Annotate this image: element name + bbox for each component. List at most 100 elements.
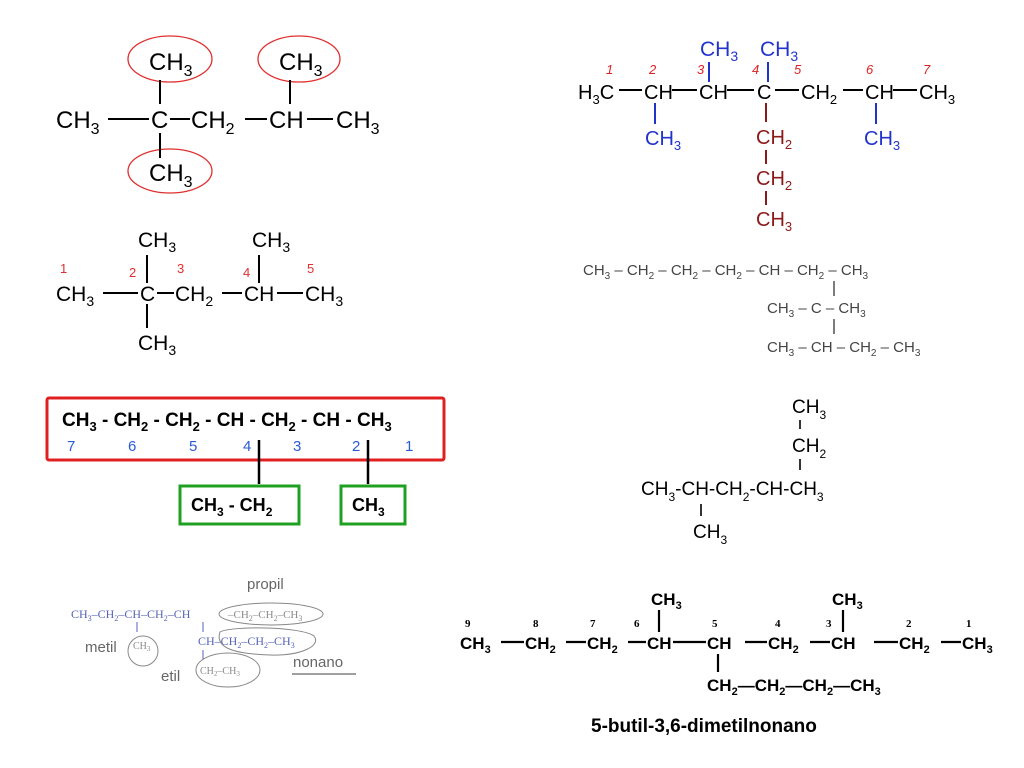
m1-top-methyl-1: CH3 bbox=[149, 49, 193, 80]
m6-bottom: CH3 bbox=[693, 522, 727, 547]
m2-atom-4: CH bbox=[244, 283, 274, 306]
m8-atom-3: CH bbox=[831, 634, 856, 653]
m4-number-5: 5 bbox=[794, 62, 802, 77]
m8-number-3: 3 bbox=[826, 618, 832, 630]
m8-atom-8: CH2 bbox=[525, 634, 556, 656]
m4-methyl-top-2: CH3 bbox=[760, 38, 798, 64]
m4-h3c: H3C bbox=[578, 82, 614, 107]
m6-top: CH3 bbox=[792, 397, 826, 422]
m5-row2: CH3 – C – CH3 bbox=[767, 300, 866, 320]
m8-number-2: 2 bbox=[906, 618, 912, 630]
m4-number-6: 6 bbox=[866, 62, 874, 77]
m4-atom-7: CH3 bbox=[919, 82, 955, 107]
m7-label-propil: propil bbox=[247, 576, 284, 593]
circle-top-methyl-1 bbox=[127, 35, 213, 83]
circle-bottom-methyl bbox=[127, 148, 213, 194]
m4-methyl-bottom-2: CH3 bbox=[645, 128, 681, 153]
m7-metil-text: CH3 bbox=[133, 641, 151, 653]
molecule-7: CH3–CH2–CH–CH2–CH –CH2–CH2–CH3 propil CH… bbox=[71, 576, 356, 688]
m4-atom-3: CH bbox=[699, 82, 728, 104]
molecule-8: CH3 CH3 9 8 7 6 5 4 3 2 1 CH3 CH2 CH2 CH… bbox=[460, 590, 993, 737]
m4-atom-5: CH2 bbox=[801, 82, 837, 107]
m4-number-1: 1 bbox=[606, 62, 613, 77]
m2-number-3: 3 bbox=[177, 261, 184, 276]
m2-number-5: 5 bbox=[307, 261, 314, 276]
m5-row3: CH3 – CH – CH2 – CH3 bbox=[767, 339, 921, 359]
m1-ch2: CH2 bbox=[191, 107, 235, 138]
molecule-6: CH3 CH2 CH3-CH-CH2-CH-CH3 CH3 bbox=[641, 397, 826, 547]
m8-atom-1: CH3 bbox=[962, 634, 993, 656]
m3-number-3: 3 bbox=[293, 438, 301, 455]
m1-end: CH3 bbox=[336, 107, 380, 138]
m3-number-6: 6 bbox=[128, 438, 136, 455]
m3-ethyl: CH3 - CH2 bbox=[191, 495, 273, 519]
m7-label-metil: metil bbox=[85, 639, 117, 656]
m2-number-2: 2 bbox=[129, 265, 136, 280]
m8-methyl-3: CH3 bbox=[832, 590, 863, 612]
m8-number-6: 6 bbox=[634, 618, 640, 630]
m8-number-4: 4 bbox=[775, 618, 781, 630]
m8-butyl: CH2—CH2—CH2—CH3 bbox=[707, 676, 881, 698]
m8-atom-7: CH2 bbox=[587, 634, 618, 656]
m4-atom-4: C bbox=[757, 82, 771, 104]
m8-atom-9: CH3 bbox=[460, 634, 491, 656]
m1-c: C bbox=[151, 107, 168, 134]
m3-number-2: 2 bbox=[352, 438, 360, 455]
m8-number-9: 9 bbox=[465, 618, 471, 630]
m2-bottom-a: CH3 bbox=[138, 332, 176, 358]
m7-row2: CH–CH2–CH2–CH3 bbox=[198, 634, 295, 650]
m3-ethyl-box bbox=[178, 484, 301, 526]
m2-top-a: CH3 bbox=[138, 229, 176, 255]
m4-methyl-bottom-6: CH3 bbox=[864, 128, 900, 153]
m1-bottom-methyl: CH3 bbox=[149, 160, 193, 191]
m3-number-4: 4 bbox=[243, 438, 251, 455]
m2-number-4: 4 bbox=[243, 265, 250, 280]
m1-chain-start: CH3 bbox=[56, 107, 100, 138]
m2-number-1: 1 bbox=[60, 261, 67, 276]
m7-label-nonano: nonano bbox=[293, 654, 343, 671]
m4-methyl-top-1: CH3 bbox=[700, 38, 738, 64]
m8-number-8: 8 bbox=[533, 618, 539, 630]
m8-number-5: 5 bbox=[712, 618, 718, 630]
m2-atom-1: CH3 bbox=[56, 283, 94, 309]
m4-propyl-3: CH3 bbox=[756, 209, 792, 234]
m8-atom-5: CH bbox=[707, 634, 732, 653]
m2-atom-5: CH3 bbox=[305, 283, 343, 309]
m4-propyl-2: CH2 bbox=[756, 168, 792, 193]
m6-mid: CH2 bbox=[792, 436, 826, 461]
m7-propil-group: –CH2–CH2–CH3 bbox=[227, 609, 302, 623]
m3-number-1: 1 bbox=[405, 438, 413, 455]
m3-methyl: CH3 bbox=[352, 495, 385, 519]
m2-atom-2: C bbox=[140, 283, 155, 306]
m7-propil-circle bbox=[218, 602, 324, 626]
molecule-3: CH3 - CH2 - CH2 - CH - CH2 - CH - CH3 7 … bbox=[45, 396, 446, 526]
m3-number-5: 5 bbox=[189, 438, 197, 455]
m4-atom-2: CH bbox=[644, 82, 673, 104]
m8-atom-4: CH2 bbox=[768, 634, 799, 656]
molecule-4: CH3 CH3 1 2 3 4 5 6 7 H3C CH CH C CH2 CH… bbox=[578, 38, 955, 234]
molecule-2: CH3 CH3 1 2 3 4 5 CH3 C CH2 CH CH3 CH3 bbox=[56, 229, 343, 358]
m7-row1: CH3–CH2–CH–CH2–CH bbox=[71, 607, 191, 623]
m8-atom-2: CH2 bbox=[899, 634, 930, 656]
m8-number-1: 1 bbox=[966, 618, 972, 630]
m4-number-4: 4 bbox=[752, 62, 759, 77]
molecule-1: CH3 CH3 CH3 C CH2 CH CH3 CH3 bbox=[56, 35, 380, 194]
m4-number-3: 3 bbox=[697, 62, 705, 77]
m3-main-chain-box bbox=[45, 396, 446, 462]
m4-number-2: 2 bbox=[648, 62, 657, 77]
m2-top-b: CH3 bbox=[252, 229, 290, 255]
m5-row1: CH3 – CH2 – CH2 – CH2 – CH – CH2 – CH3 bbox=[583, 262, 869, 282]
circle-top-methyl-2 bbox=[257, 35, 341, 83]
m7-etil-circle bbox=[195, 652, 261, 688]
m8-methyl-6: CH3 bbox=[651, 590, 682, 612]
m8-number-7: 7 bbox=[590, 618, 596, 630]
m2-atom-3: CH2 bbox=[175, 283, 213, 309]
m4-propyl-1: CH2 bbox=[756, 127, 792, 152]
m3-number-7: 7 bbox=[67, 438, 75, 455]
molecule-5: CH3 – CH2 – CH2 – CH2 – CH – CH2 – CH3 C… bbox=[583, 262, 921, 359]
m4-atom-6: CH bbox=[865, 82, 894, 104]
m3-main-chain: CH3 - CH2 - CH2 - CH - CH2 - CH - CH3 bbox=[62, 410, 392, 434]
m1-top-methyl-2: CH3 bbox=[279, 49, 323, 80]
m7-metil-circle bbox=[127, 635, 159, 667]
